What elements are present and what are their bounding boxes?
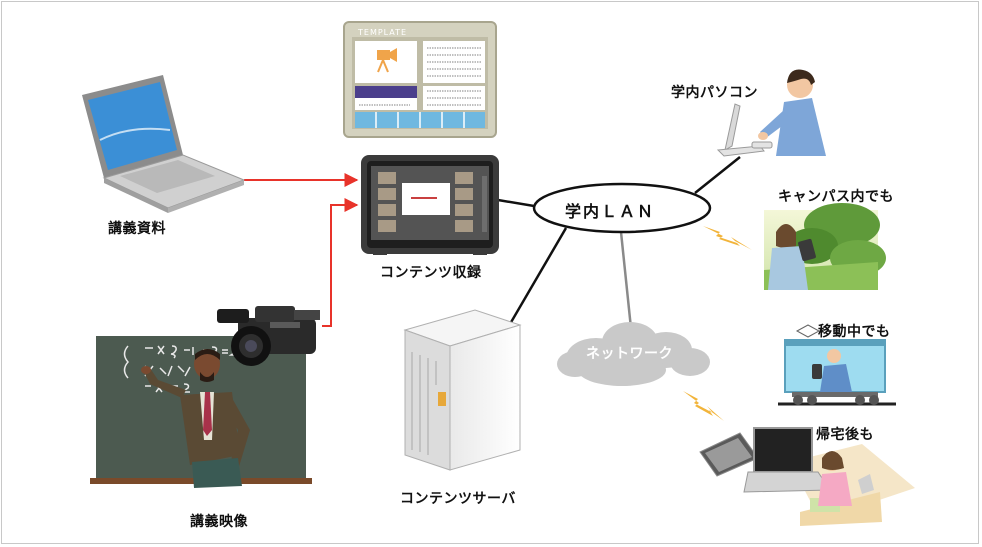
campus-pc-user-icon xyxy=(716,69,826,157)
label-campus-pc: 学内パソコン xyxy=(671,85,758,101)
home-study-photo xyxy=(699,427,915,526)
server-icon xyxy=(403,309,522,471)
laptop-icon xyxy=(82,75,246,213)
campus-tablet-photo xyxy=(764,203,886,290)
label-lecture-video: 講義映像 xyxy=(190,514,248,530)
label-content-recording: コンテンツ収録 xyxy=(380,265,482,281)
campus-lan-node xyxy=(532,182,712,234)
label-campus-lan: 学内ＬＡＮ xyxy=(565,202,656,221)
lan-to-network-line xyxy=(619,231,634,339)
label-content-server: コンテンツサーバ xyxy=(400,491,516,507)
lan-to-campus-pc-line xyxy=(694,156,741,194)
recording-device-icon xyxy=(361,155,499,255)
template-screen-icon xyxy=(343,21,497,138)
train-photo xyxy=(778,324,896,406)
connection-lines xyxy=(244,156,741,339)
video-camera-icon xyxy=(217,306,320,366)
lan-to-server-line xyxy=(501,227,568,337)
label-on-the-move: 移動中でも xyxy=(818,324,891,340)
network-cloud-icon xyxy=(557,322,710,386)
lan-to-recorder-line xyxy=(497,198,541,209)
lecture-scene xyxy=(90,336,312,488)
label-lecture-material: 講義資料 xyxy=(108,221,166,237)
label-at-home: 帰宅後も xyxy=(816,427,874,443)
wireless-bolt-icon xyxy=(683,391,724,421)
label-on-campus: キャンパス内でも xyxy=(778,189,894,205)
template-header-text: TEMPLATE xyxy=(357,28,407,37)
label-network: ネットワーク xyxy=(586,346,673,362)
video-arrow xyxy=(322,198,359,327)
wireless-bolt-icon xyxy=(703,226,752,250)
